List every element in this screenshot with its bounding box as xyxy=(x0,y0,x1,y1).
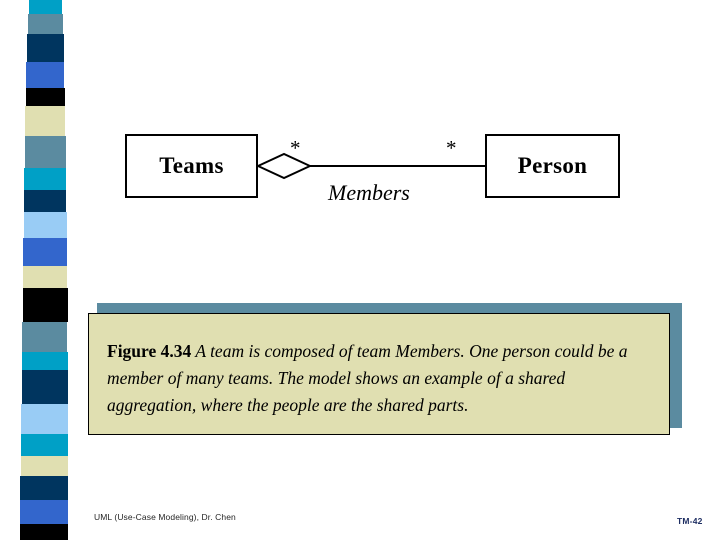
caption-text: Figure 4.34 A team is composed of team M… xyxy=(107,338,649,419)
multiplicity-person-end: * xyxy=(446,136,457,160)
stripe-band xyxy=(21,404,68,434)
footer-source-text: UML (Use-Case Modeling), Dr. Chen xyxy=(94,512,236,522)
association-label-members: Members xyxy=(328,180,410,205)
caption-figure-label: Figure 4.34 xyxy=(107,341,192,361)
footer-page-number: TM-42 xyxy=(677,516,703,526)
stripe-band xyxy=(22,322,67,352)
uml-class-teams-label: Teams xyxy=(159,153,224,178)
stripe-band xyxy=(22,352,68,370)
stripe-band xyxy=(21,456,68,476)
aggregation-diamond-icon xyxy=(256,152,312,180)
caption-box: Figure 4.34 A team is composed of team M… xyxy=(88,313,670,435)
uml-class-person-label: Person xyxy=(517,153,588,178)
uml-class-person: Person xyxy=(485,134,620,198)
stripe-band xyxy=(21,434,68,456)
stripe-band xyxy=(22,370,68,404)
uml-class-diagram: Teams Person * * Members xyxy=(125,134,620,205)
stripe-band xyxy=(20,524,68,540)
uml-class-teams: Teams xyxy=(125,134,258,198)
caption-body-text: A team is composed of team Members. One … xyxy=(107,341,628,416)
stripe-band xyxy=(20,476,68,500)
association-line xyxy=(310,165,485,167)
stripe-band xyxy=(20,500,68,524)
multiplicity-teams-end: * xyxy=(290,136,301,160)
